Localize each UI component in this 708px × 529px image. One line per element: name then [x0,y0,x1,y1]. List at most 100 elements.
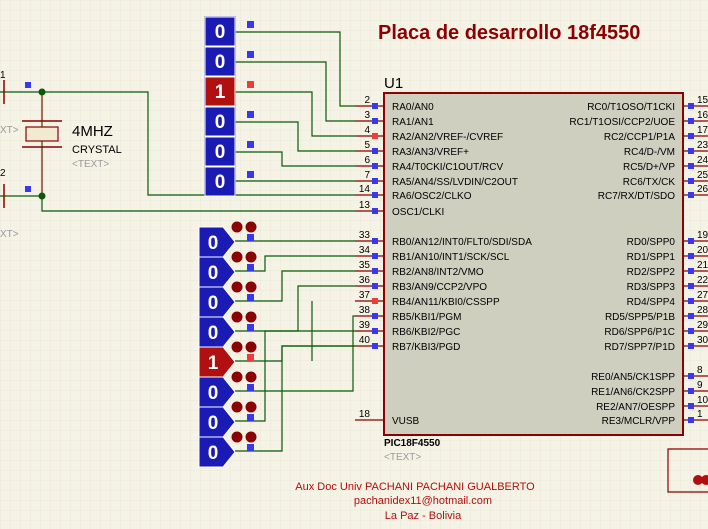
toggle-button-icon[interactable] [245,221,257,233]
pin-number: 8 [697,365,703,376]
logic-probe-square [688,298,694,304]
logic-toggle-switch[interactable] [198,376,236,408]
logic-probe-square [372,148,378,154]
logic-toggle-value: 0 [208,383,219,404]
junction-dot [38,88,46,96]
toggle-button-icon[interactable] [245,431,257,443]
wire-osc2 [0,91,355,196]
logic-indicator [204,136,236,167]
pin-number: 18 [359,409,371,420]
logic-probe-square [688,118,694,124]
footer-email: pachanidex11@hotmail.com [354,495,492,507]
logic-toggle-switch[interactable] [198,226,236,258]
wire-rb7 [235,345,355,452]
logic-probe-square [688,133,694,139]
pin-label: VUSB [392,416,420,427]
fragment-outline [667,448,708,493]
logic-probe-square [688,253,694,259]
logic-probe-square [247,51,254,58]
logic-probe-square [247,264,254,271]
logic-probe-square [688,403,694,409]
pin-label: RA5/AN4/SS/LVDIN/C2OUT [392,177,518,188]
logic-probe-square [372,118,378,124]
logic-indicator [204,166,236,197]
pin-number: 16 [697,110,708,121]
chip-part: PIC18F4550 [384,438,441,449]
crystal-oscillator[interactable]: 4MHZ CRYSTAL <TEXT> XT> XT> 1 2 [0,70,122,240]
pin-number: 9 [697,380,703,391]
pin-label: RD5/SPP5/P1B [605,312,675,323]
toggle-button-icon[interactable] [245,311,257,323]
pin-number: 21 [697,260,708,271]
logic-probe-square [688,343,694,349]
pin-label: RC7/RX/DT/SDO [598,191,675,202]
logic-toggle-value: 0 [208,293,219,314]
logic-probe-square [688,178,694,184]
logic-probe-square [372,283,378,289]
pic18f4550-chip[interactable]: U1 PIC18F4550 <TEXT> 2RA0/AN03RA1/AN14RA… [355,75,708,463]
pin-label: RE2/AN7/OESPP [596,402,675,413]
pin-number: 2 [364,95,370,106]
toggle-button-icon[interactable] [245,401,257,413]
toggle-button-icon[interactable] [245,251,257,263]
pin-label: RB0/AN12/INT0/FLT0/SDI/SDA [392,237,532,248]
pin-label: RE3/MCLR/VPP [602,416,676,427]
logic-indicator-value: 0 [215,142,226,163]
crystal-pin-mark: 1 [0,70,6,81]
logic-probe-square [688,268,694,274]
toggle-button-icon[interactable] [245,281,257,293]
toggle-button-icon[interactable] [231,341,243,353]
crystal-side-label: XT> [0,125,19,136]
logic-probe-square [688,373,694,379]
logic-probe-square [247,414,254,421]
logic-probe-square [372,313,378,319]
logic-probe-square [372,343,378,349]
toggle-button-icon[interactable] [231,401,243,413]
logic-toggle-switch[interactable] [198,316,236,348]
pin-label: RA2/AN2/VREF-/CVREF [392,132,503,143]
wire-rb5 [235,315,355,392]
pin-label: RE1/AN6/CK2SPP [591,387,675,398]
toggle-button-icon[interactable] [245,371,257,383]
toggle-button-icon[interactable] [245,341,257,353]
toggle-button-icon[interactable] [231,371,243,383]
wire-ra4 [235,151,355,167]
logic-toggle-switch[interactable] [198,346,236,378]
wire-rb2 [235,270,355,302]
toggle-button-icon[interactable] [231,311,243,323]
pin-number: 33 [359,230,371,241]
toggle-button-icon[interactable] [231,251,243,263]
logic-probe-square [688,103,694,109]
logic-toggle-switch[interactable] [198,286,236,318]
pin-number: 20 [697,245,708,256]
pin-number: 1 [697,409,703,420]
pin-label: RD7/SPP7/P1D [604,342,675,353]
pin-number: 39 [359,320,371,331]
fragment-indicator [693,475,703,485]
wire-ra2 [235,91,355,137]
pin-label: RE0/AN5/CK1SPP [591,372,675,383]
logic-toggle-value: 0 [208,413,219,434]
logic-toggle-switch[interactable] [198,406,236,438]
pin-label: RA0/AN0 [392,102,434,113]
logic-probe-square [688,328,694,334]
toggle-button-icon[interactable] [231,281,243,293]
toggle-button-icon[interactable] [231,221,243,233]
pin-number: 22 [697,275,708,286]
logic-probe-square [247,384,254,391]
pin-label: RD1/SPP1 [627,252,676,263]
pin-label: RA4/T0CKI/C1OUT/RCV [392,162,503,173]
pin-label: RD2/SPP2 [627,267,676,278]
pin-number: 30 [697,335,708,346]
logic-toggle-switch[interactable] [198,256,236,288]
pin-number: 36 [359,275,371,286]
logic-probe-square [688,192,694,198]
pin-number: 26 [697,184,708,195]
toggle-button-icon[interactable] [231,431,243,443]
logic-toggle-switch[interactable] [198,436,236,468]
logic-probe-square [247,141,254,148]
logic-probe-square [372,133,378,139]
pin-label: RC6/TX/CK [623,177,676,188]
